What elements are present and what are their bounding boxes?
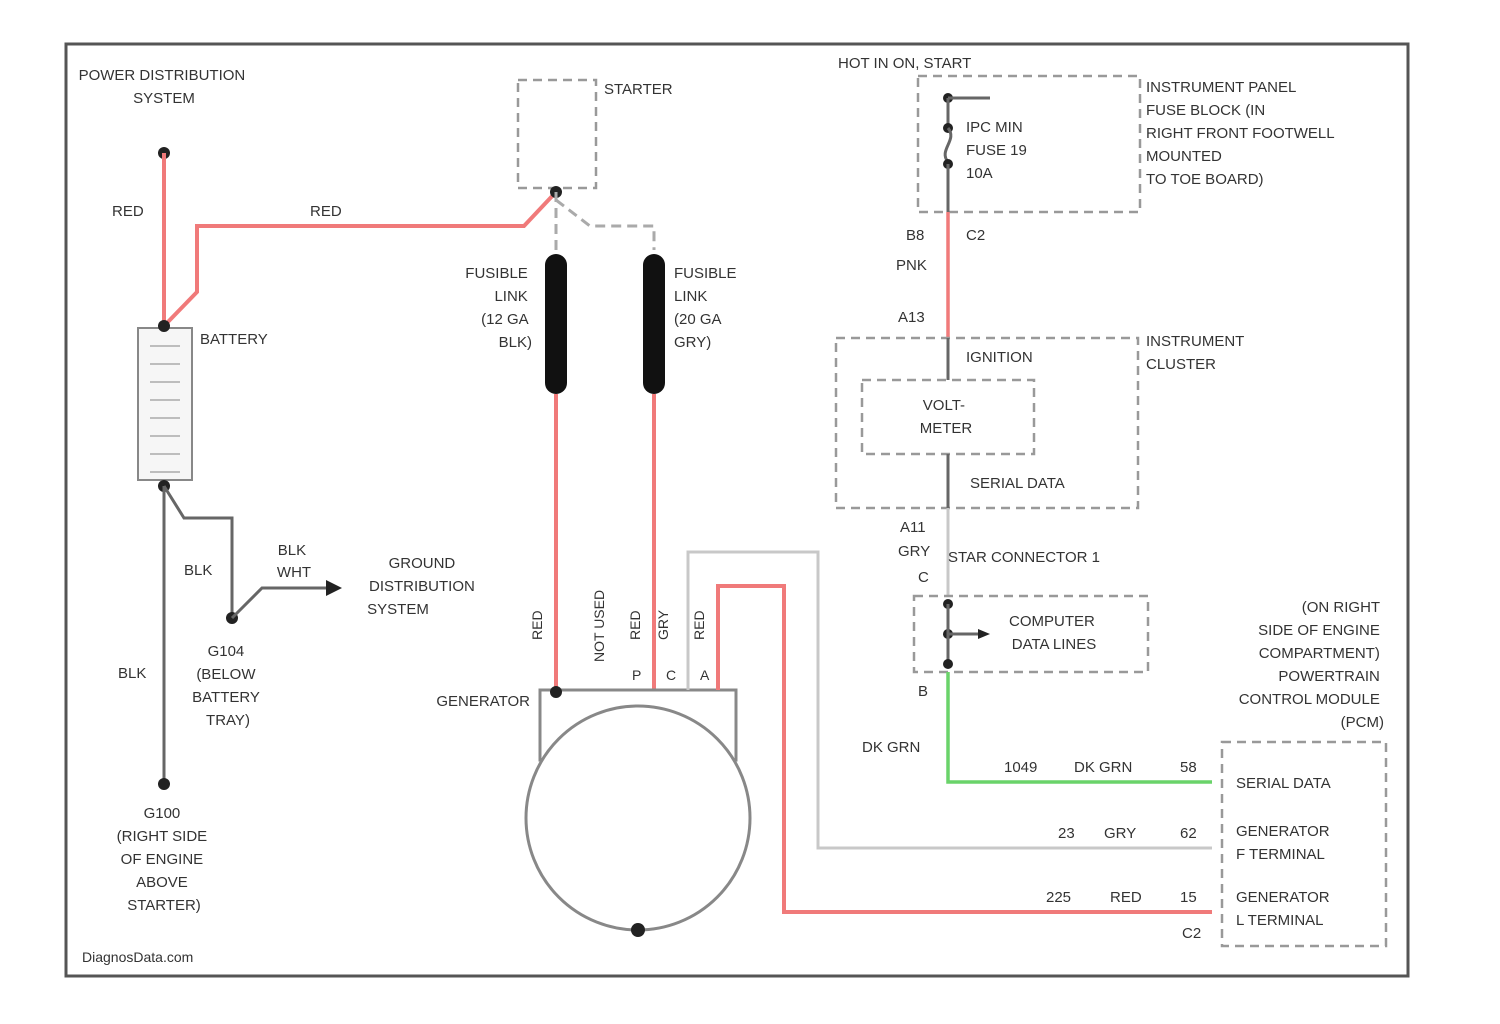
blk-label-lower: BLK xyxy=(118,665,146,682)
fusible-link-right xyxy=(643,254,665,394)
pnk-label: PNK xyxy=(896,257,927,274)
fuse-19-symbol xyxy=(945,128,951,162)
ipc-fuse-label: IPC MIN FUSE 19 10A xyxy=(966,119,1031,182)
generator-terminal-p: P xyxy=(632,667,641,683)
generator-f-terminal-label: GENERATOR F TERMINAL xyxy=(1236,823,1334,863)
generator-wire-red-c: RED xyxy=(691,610,707,640)
red-wire-label-left: RED xyxy=(112,203,144,220)
voltmeter-label: VOLT- METER xyxy=(920,397,973,437)
serial-data-cluster-label: SERIAL DATA xyxy=(970,475,1065,492)
gry-label-2: GRY xyxy=(1104,825,1136,842)
generator-wire-red-b: RED xyxy=(627,610,643,640)
ignition-label: IGNITION xyxy=(966,349,1033,366)
fusible-link-left xyxy=(545,254,567,394)
generator-symbol xyxy=(526,690,750,930)
red-label-3: RED xyxy=(1110,889,1142,906)
pin-a11-label: A11 xyxy=(900,519,926,536)
generator-wire-red-a: RED xyxy=(529,610,545,640)
blk-label: BLK xyxy=(184,562,212,579)
generator-b-plus-node xyxy=(550,686,562,698)
pcm-serial-data-label: SERIAL DATA xyxy=(1236,775,1331,792)
instrument-cluster-label: INSTRUMENT CLUSTER xyxy=(1146,333,1248,373)
battery-label: BATTERY xyxy=(200,331,268,348)
generator-ground-node xyxy=(631,923,645,937)
red-wire-label-top: RED xyxy=(310,203,342,220)
voltmeter-box xyxy=(862,380,1034,454)
watermark: DiagnosData.com xyxy=(82,949,193,965)
battery-symbol xyxy=(138,328,192,480)
ground-distribution-wire xyxy=(232,588,326,618)
dk-grn-label-2: DK GRN xyxy=(1074,759,1132,776)
battery-to-starter-red-wire xyxy=(164,192,556,326)
pin-c-label: C xyxy=(918,569,929,586)
generator-wire-not-used: NOT USED xyxy=(591,590,607,662)
generator-terminal-c: C xyxy=(666,667,676,683)
computer-data-lines-label: COMPUTER DATA LINES xyxy=(1009,613,1099,653)
power-distribution-label: POWER DISTRIBUTION SYSTEM xyxy=(79,67,250,107)
battery-ground-wire-g104 xyxy=(164,486,232,618)
starter-box xyxy=(518,80,596,188)
gry-label: GRY xyxy=(898,543,930,560)
generator-l-terminal-label: GENERATOR L TERMINAL xyxy=(1236,889,1334,929)
generator-wire-gry: GRY xyxy=(655,609,671,640)
pin-b-label: B xyxy=(918,683,928,700)
pin-15-label: 15 xyxy=(1180,889,1197,906)
circuit-1049-label: 1049 xyxy=(1004,759,1037,776)
battery-positive-node xyxy=(158,320,170,332)
hot-in-on-start-label: HOT IN ON, START xyxy=(838,55,971,72)
generator-terminal-a: A xyxy=(700,667,710,683)
starter-label: STARTER xyxy=(604,81,673,98)
circuit-225-label: 225 xyxy=(1046,889,1071,906)
generator-label: GENERATOR xyxy=(436,693,530,710)
g100-node xyxy=(158,778,170,790)
pin-c2-label: C2 xyxy=(966,227,985,244)
pin-c2-pcm-label: C2 xyxy=(1182,925,1201,942)
blk-wht-label: BLK WHT xyxy=(277,542,311,581)
pin-62-label: 62 xyxy=(1180,825,1197,842)
fusible-link-left-label: FUSIBLE LINK (12 GA BLK) xyxy=(465,265,532,351)
pin-b8-label: B8 xyxy=(906,227,924,244)
g104-label: G104 (BELOW BATTERY TRAY) xyxy=(192,643,264,729)
ground-distribution-arrow xyxy=(326,580,342,596)
star-connector-bottom-node xyxy=(943,659,953,669)
starter-to-fusible-link-wire xyxy=(556,192,654,250)
star-connector-internal-line xyxy=(948,604,978,664)
g100-label: G100 (RIGHT SIDE OF ENGINE ABOVE STARTER… xyxy=(117,805,212,914)
star-connector-arrow xyxy=(978,629,990,639)
star-connector-label: STAR CONNECTOR 1 xyxy=(948,549,1100,566)
ground-distribution-label: GROUND DISTRIBUTION SYSTEM xyxy=(367,555,479,618)
pcm-label: (ON RIGHT SIDE OF ENGINE COMPARTMENT) PO… xyxy=(1239,599,1384,731)
pin-a13-label: A13 xyxy=(898,309,925,326)
ip-fuse-block-label: INSTRUMENT PANEL FUSE BLOCK (IN RIGHT FR… xyxy=(1146,79,1338,188)
dk-grn-label: DK GRN xyxy=(862,739,920,756)
circuit-23-label: 23 xyxy=(1058,825,1075,842)
pin-58-label: 58 xyxy=(1180,759,1197,776)
fusible-link-right-label: FUSIBLE LINK (20 GA GRY) xyxy=(674,265,741,351)
